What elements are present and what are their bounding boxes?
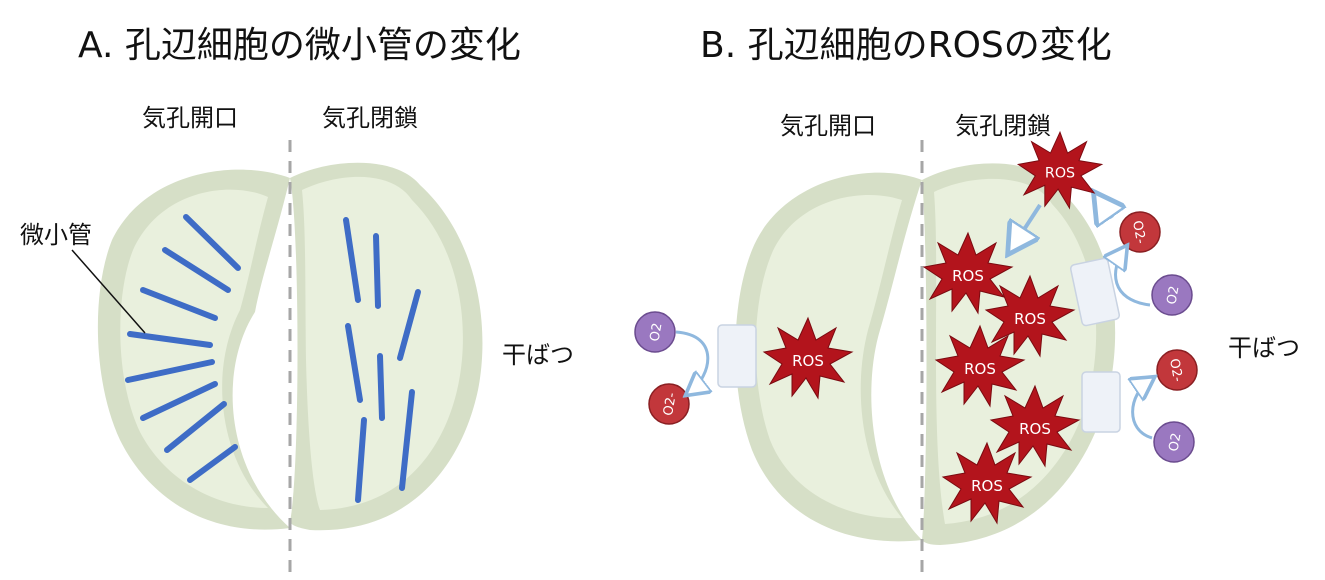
- panel-b-closed-cell: [922, 163, 1116, 545]
- panel-a-microtubules-closed: [343, 217, 421, 503]
- o2-label: O2: [1164, 285, 1182, 306]
- superoxide-label: O2-: [1129, 220, 1148, 246]
- microtubule-label: 微小管: [20, 221, 92, 249]
- ros-burst: ROS: [763, 317, 853, 399]
- superoxide-molecule: O2-: [1119, 211, 1161, 253]
- panel-b-drought-label: 干ばつ: [1228, 334, 1300, 362]
- ros-label: ROS: [952, 267, 984, 285]
- conversion-arrow: [1133, 380, 1152, 440]
- conversion-arrow: [675, 330, 708, 392]
- ros-label: ROS: [971, 477, 1003, 495]
- conversion-arrow: [1116, 250, 1151, 307]
- o2-label: O2: [1166, 432, 1184, 453]
- panel-a-closed-label: 気孔閉鎖: [322, 104, 418, 132]
- o2-label: O2: [647, 322, 665, 343]
- ros-burst: ROS: [935, 325, 1025, 407]
- superoxide-label: O2-: [661, 391, 680, 417]
- panel-b-closed-label: 気孔閉鎖: [955, 112, 1051, 140]
- panel-a-microtubules-open: [125, 214, 241, 483]
- panel-a-open-cell: [97, 169, 290, 530]
- panel-a-closed-cell: [290, 162, 483, 531]
- ros-label: ROS: [792, 352, 824, 370]
- microtubule-leader-line: [71, 249, 146, 334]
- enzyme-right-upper: [1069, 257, 1121, 327]
- panel-a-drought-label: 干ばつ: [502, 341, 574, 369]
- ros-label: ROS: [1045, 166, 1075, 182]
- ros-arrow: [1012, 203, 1042, 248]
- enzyme-right-lower: [1081, 371, 1121, 433]
- o2-molecule: O2: [634, 311, 676, 353]
- ros-burst: ROS: [990, 385, 1080, 467]
- ros-arrow: [1098, 198, 1112, 218]
- ros-burst: ROS: [923, 232, 1013, 314]
- ros-label: ROS: [1019, 420, 1051, 438]
- ros-label: ROS: [964, 360, 996, 378]
- superoxide-molecule: O2-: [1156, 349, 1198, 391]
- panel-b-title: B. 孔辺細胞のROSの変化: [700, 25, 1112, 66]
- o2-molecule: O2: [1153, 421, 1195, 463]
- superoxide-molecule: O2-: [648, 383, 690, 425]
- panel-b-open-label: 気孔開口: [780, 112, 876, 140]
- superoxide-label: O2-: [1166, 358, 1185, 384]
- ros-burst: ROS: [1017, 131, 1103, 209]
- panel-a-open-label: 気孔開口: [142, 104, 238, 132]
- ros-label: ROS: [1014, 310, 1046, 328]
- panel-a-title: A. 孔辺細胞の微小管の変化: [78, 25, 521, 66]
- enzyme-left: [717, 324, 757, 388]
- ros-burst: ROS: [985, 275, 1075, 357]
- ros-burst: ROS: [942, 442, 1032, 524]
- o2-molecule: O2: [1151, 274, 1193, 316]
